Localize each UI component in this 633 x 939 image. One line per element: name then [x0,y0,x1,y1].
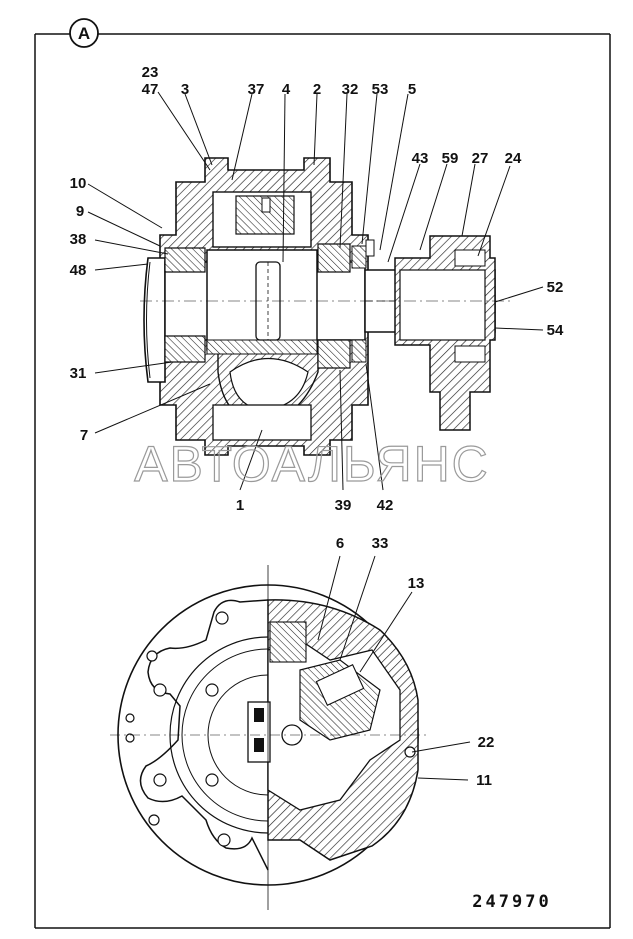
label-32: 32 [342,81,359,98]
label-39: 39 [335,497,352,514]
top-view-labels: 23 47 3 37 4 2 32 53 5 43 59 27 24 10 9 … [70,64,564,514]
label-33: 33 [372,535,389,552]
label-3: 3 [181,81,189,98]
label-13: 13 [408,575,425,592]
reference-number: 247970 [472,892,551,912]
label-31: 31 [70,365,87,382]
label-43: 43 [412,150,429,167]
label-48: 48 [70,262,87,279]
label-22: 22 [478,734,495,751]
drawing-frame [34,33,611,929]
watermark-text: АВТОАЛЬЯНС [134,436,490,492]
label-11: 11 [476,772,492,789]
motor-face-view [110,565,430,910]
label-52: 52 [547,279,564,296]
label-37: 37 [248,81,265,98]
label-1: 1 [236,497,244,514]
label-24: 24 [505,150,522,167]
label-53: 53 [372,81,389,98]
label-23: 23 [142,64,159,81]
section-marker: A [69,18,99,48]
label-54: 54 [547,322,564,339]
label-42: 42 [377,497,394,514]
label-38: 38 [70,231,87,248]
bottom-view-leader-lines [317,555,471,781]
label-47: 47 [142,81,159,98]
label-9: 9 [76,203,84,220]
bottom-view-labels: 6 33 13 22 11 [336,535,495,789]
label-4: 4 [282,81,291,98]
top-view-leader-lines [87,91,544,491]
label-7: 7 [80,427,88,444]
label-6: 6 [336,535,344,552]
label-2: 2 [313,81,321,98]
section-marker-letter: A [78,24,90,43]
label-59: 59 [442,150,459,167]
label-10: 10 [70,175,87,192]
label-5: 5 [408,81,416,98]
label-27: 27 [472,150,489,167]
motor-side-section-view [140,157,510,456]
